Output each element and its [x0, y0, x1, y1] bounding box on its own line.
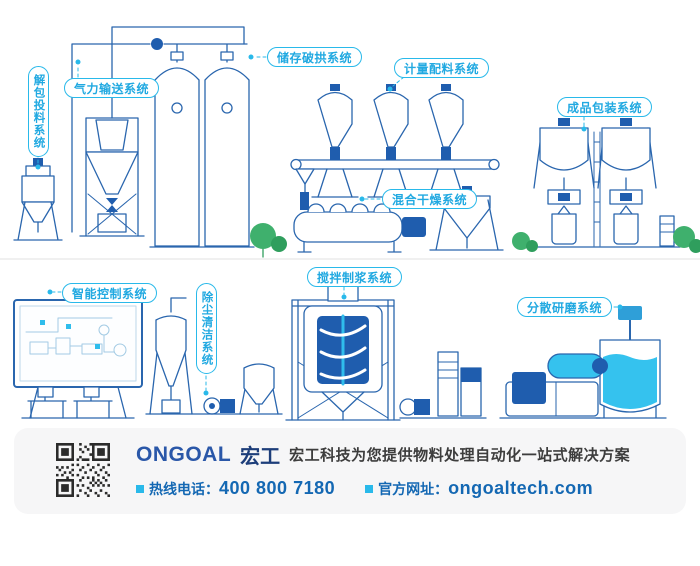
label-intelligent-control-system: 智能控制系统	[62, 283, 158, 303]
website-label: 官方网址：	[378, 480, 449, 497]
label-mixing-drying-system: 混合干燥系统	[382, 189, 478, 209]
footer-brand-row: ONGOAL 宏工 宏工科技为您提供物料处理自动化一站式解决方案	[136, 441, 681, 469]
label-pneumatic-conveying-system: 气力输送系统	[64, 78, 160, 98]
label-metering-batching-system: 计量配料系统	[394, 58, 490, 78]
aux-pumps	[399, 351, 487, 419]
label-unpacking-feeding-system: 解包投料系统	[28, 66, 49, 157]
brand-logo-cn: 宏工	[240, 446, 281, 468]
hotline-label: 热线电话：	[149, 480, 219, 497]
dust-collector	[145, 297, 283, 415]
tree-icon	[250, 223, 700, 258]
bullet-square-icon	[365, 484, 374, 493]
grinding-system	[499, 306, 667, 419]
storage-silos	[149, 51, 255, 248]
label-pulping-mixing-system: 搅拌制浆系统	[307, 267, 403, 287]
brand-logo-en: ONGOAL	[136, 442, 232, 466]
label-dispersing-grinding-system: 分散研磨系统	[517, 297, 613, 317]
footer-contact-row: 热线电话： 400 800 7180 官方网址： ongoaltech.com	[136, 478, 681, 499]
pneumatic-pipes	[71, 26, 248, 233]
bag-dump-station	[79, 117, 145, 237]
horizontal-mixer	[293, 192, 426, 253]
footer-tagline: 宏工科技为您提供物料处理自动化一站式解决方案	[289, 447, 631, 464]
pulping-mixer	[285, 278, 401, 421]
footer-bar: ONGOAL 宏工 宏工科技为您提供物料处理自动化一站式解决方案 热线电话： 4…	[14, 428, 686, 514]
label-finished-packaging-system: 成品包装系统	[557, 97, 653, 117]
control-monitor	[13, 299, 143, 419]
hotline-number: 400 800 7180	[219, 478, 336, 498]
qr-code	[56, 443, 110, 497]
label-dust-cleaning-system: 除尘清洁系统	[196, 283, 217, 374]
metering-hoppers	[317, 84, 464, 154]
bullet-square-icon	[136, 484, 144, 493]
leader-dots	[35, 54, 623, 396]
website-url: ongoaltech.com	[448, 478, 594, 498]
label-storage-arch-breaking-system: 储存破拱系统	[267, 47, 363, 67]
packaging-line	[531, 118, 681, 248]
unpacking-machine	[13, 158, 63, 241]
